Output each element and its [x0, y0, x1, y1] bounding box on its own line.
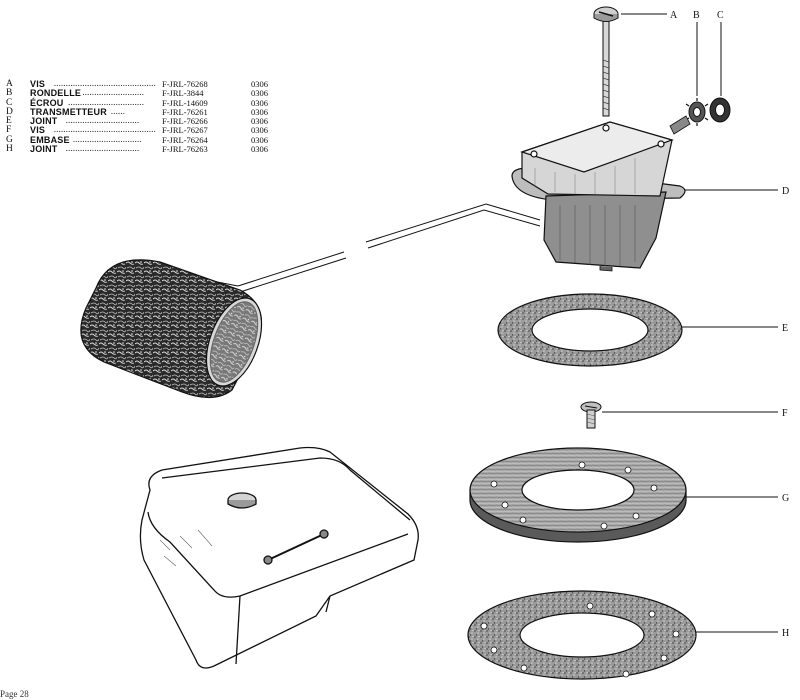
part-ref: F-JRL-76266: [162, 116, 208, 127]
part-a-screw: [593, 6, 619, 117]
leader-dots: .............................: [30, 135, 142, 145]
part-e-gasket: [497, 293, 683, 367]
part-name: EMBASE: [30, 134, 72, 146]
page-number: Page 28: [0, 689, 29, 699]
part-code: 0306: [251, 97, 268, 108]
part-letter: H: [6, 144, 13, 155]
float: [80, 259, 263, 399]
part-letter: G: [6, 134, 13, 145]
leader-dots: ........................................…: [30, 126, 156, 136]
part-ref: F-JRL-76264: [162, 134, 208, 145]
part-ref: F-JRL-76263: [162, 144, 208, 155]
leader-dots: ..........................: [30, 89, 144, 99]
callout-e: E: [782, 323, 788, 334]
part-code: 0306: [251, 125, 268, 136]
part-code: 0306: [251, 79, 268, 89]
part-name: VIS: [30, 125, 48, 136]
part-code: 0306: [251, 88, 268, 99]
part-letter: D: [6, 106, 13, 117]
leader-dots: ......: [110, 107, 125, 117]
part-name: JOINT: [30, 116, 60, 127]
part-name: VIS: [30, 79, 48, 90]
leader-lines: [602, 13, 778, 633]
part-ref: F-JRL-76268: [162, 79, 208, 89]
part-c-nut: [709, 97, 731, 123]
callout-a: A: [670, 10, 678, 21]
part-code: 0306: [251, 106, 268, 117]
part-g-base: [469, 447, 687, 543]
leader-dots: ...............................: [30, 145, 140, 155]
callout-h: H: [782, 628, 789, 639]
callout-g: G: [782, 493, 789, 504]
leader-dots: ................................: [30, 98, 144, 108]
tank-strap: [267, 533, 325, 561]
part-ref: F-JRL-14609: [162, 97, 208, 108]
part-name: ÉCROU: [30, 97, 66, 108]
part-h-gasket: [467, 590, 697, 680]
tank-front-edge: [147, 511, 409, 598]
part-letter: F: [6, 125, 12, 136]
part-ref: F-JRL-76267: [162, 125, 208, 136]
leader-dots: ........................................…: [30, 80, 156, 89]
part-code: 0306: [251, 134, 268, 145]
part-letter: A: [6, 79, 13, 89]
callout-f: F: [782, 408, 788, 419]
part-letter: C: [6, 97, 13, 108]
fuel-tank: [139, 446, 419, 669]
part-ref: F-JRL-76261: [162, 106, 208, 117]
leader-dots: ...............................: [30, 117, 140, 127]
part-name: RONDELLE: [30, 88, 84, 99]
part-code: 0306: [251, 144, 268, 155]
sender-lid: [520, 121, 674, 173]
callout-c: C: [717, 10, 724, 21]
float-arm: [161, 203, 541, 293]
part-f-screw: [580, 401, 602, 429]
tank-top-edge: [161, 457, 411, 521]
callout-b: B: [693, 10, 700, 21]
part-d-sender: [511, 115, 691, 272]
part-letter: B: [6, 88, 13, 99]
part-ref: F-JRL-3844: [162, 88, 204, 99]
callout-d: D: [782, 186, 789, 197]
part-letter: E: [6, 116, 12, 127]
part-code: 0306: [251, 116, 268, 127]
part-name: TRANSMETTEUR: [30, 106, 109, 118]
part-b-washer: [685, 98, 709, 126]
part-name: JOINT: [30, 144, 60, 155]
